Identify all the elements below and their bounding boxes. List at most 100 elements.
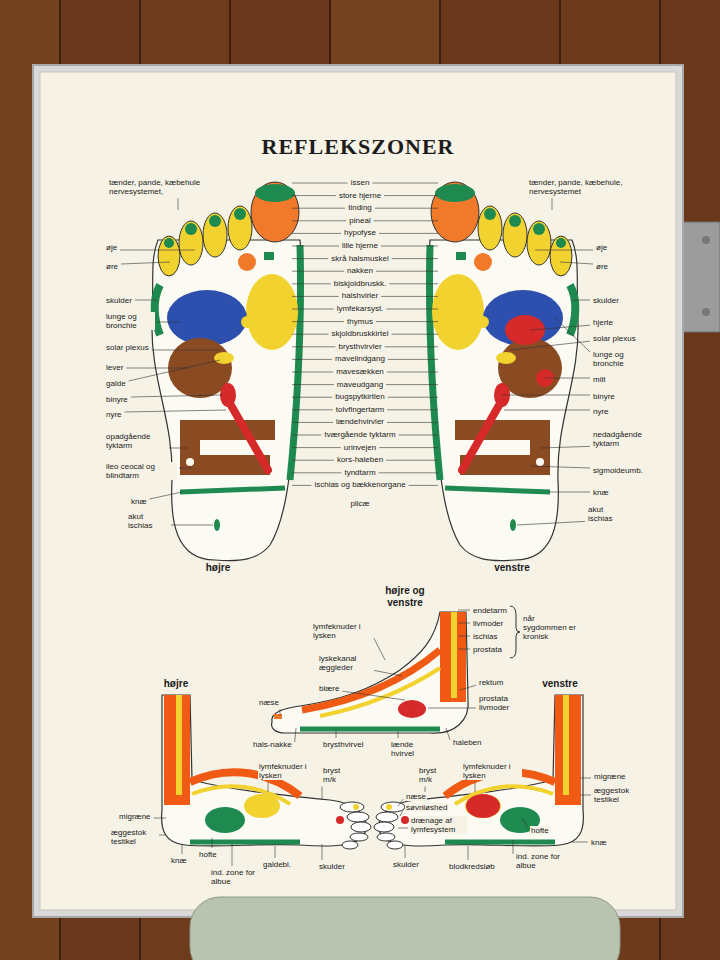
zone-label: næse — [258, 698, 280, 707]
zone-label: knæ — [170, 856, 188, 865]
zone-label: biskjoldbruskk. — [333, 279, 387, 288]
leader-line — [292, 283, 331, 284]
zone-label: thymus — [346, 317, 374, 326]
leader-line — [292, 460, 334, 461]
poster-frame — [33, 65, 683, 917]
leader-line — [232, 844, 233, 866]
zone-label: hals-nakke — [252, 740, 293, 749]
zone-label: hjerte — [592, 318, 614, 327]
leader-line — [292, 321, 344, 322]
foot-sole — [290, 245, 301, 480]
leader-line — [388, 397, 438, 398]
leader-line — [458, 610, 470, 611]
zone-label: tinding — [347, 203, 373, 212]
zone-label: øre — [595, 262, 609, 271]
leader-line — [502, 395, 590, 396]
side-foot — [272, 612, 469, 733]
leader-line — [179, 468, 192, 469]
leader-line — [374, 638, 385, 660]
foot-top-view — [205, 807, 245, 833]
side-foot — [440, 612, 466, 702]
zone-label: skrå halsmuskel — [330, 254, 389, 263]
leader-line — [388, 359, 438, 360]
leader-line — [446, 728, 450, 740]
leader-line — [381, 296, 438, 297]
foot-sole — [167, 290, 247, 346]
leader-line — [387, 409, 438, 410]
zone-label: tværgående tyktarm — [323, 430, 396, 439]
leader-line — [292, 271, 344, 272]
zone-label: æggestok testikel — [593, 786, 640, 804]
foot-top-view — [374, 695, 583, 849]
leader-line — [376, 321, 438, 322]
leader-line — [555, 318, 590, 352]
zone-label: nedadgående tyktarm — [592, 430, 659, 448]
zone-label: hofte — [198, 850, 218, 859]
leader-line — [510, 341, 590, 350]
leader-line — [154, 818, 166, 819]
leader-line — [292, 195, 336, 196]
zone-label: lymfeknuder i lysken — [312, 622, 372, 640]
leader-line — [152, 350, 220, 351]
foot-top-view — [164, 695, 190, 805]
leader-line — [178, 198, 179, 210]
leader-line — [376, 271, 438, 272]
poster-title: REFLEKSZONER — [40, 134, 676, 160]
leader-line — [120, 250, 195, 251]
leader-line — [322, 786, 323, 800]
leader-line — [458, 623, 470, 624]
leader-line — [292, 183, 348, 184]
foot-sole — [241, 316, 253, 328]
leader-line — [392, 258, 438, 259]
leader-line — [428, 708, 476, 709]
leader-line — [292, 208, 345, 209]
side-heading: venstre — [541, 678, 579, 690]
zone-label: bugspytkirtlen — [334, 392, 385, 401]
leader-line — [171, 525, 213, 526]
leader-line — [513, 840, 514, 854]
side-heading: højre — [205, 562, 231, 574]
leader-line — [292, 447, 341, 448]
zone-label: blodkredsløb — [448, 862, 496, 871]
leader-line — [387, 422, 438, 423]
side-foot — [451, 612, 457, 698]
leader-line — [372, 183, 438, 184]
leader-line — [560, 262, 593, 264]
zone-label: maveudgang — [336, 380, 384, 389]
foot-sole — [214, 519, 220, 531]
zone-label: nakken — [346, 266, 374, 275]
zone-label: æggestok testikel — [110, 828, 157, 846]
side-heading: højre og venstre — [369, 585, 441, 608]
foot-sole — [186, 458, 194, 466]
zone-label: kors-haleben — [336, 455, 384, 464]
leader-line — [322, 844, 323, 860]
zone-label: knæ — [592, 488, 610, 497]
zone-label: nyre — [105, 410, 123, 419]
leader-line — [398, 828, 408, 829]
zone-label: lymfeknuder i lysken — [258, 762, 318, 780]
leader-line — [292, 485, 311, 486]
foot-top-view — [176, 695, 182, 795]
zone-label: plicæ — [349, 499, 370, 508]
zone-label: lille hjerne — [341, 241, 379, 250]
zone-label: brysthvirvler — [337, 342, 382, 351]
zone-label: migræne — [593, 772, 627, 781]
leader-line — [385, 346, 438, 347]
foot-sole — [214, 352, 234, 364]
foot-top-view — [342, 841, 358, 849]
leader-line — [548, 492, 590, 493]
leader-line — [292, 384, 334, 385]
foot-top-view — [162, 695, 371, 849]
poster-frame — [40, 72, 676, 910]
leader-line — [580, 795, 591, 796]
side-foot — [300, 727, 440, 732]
zone-label: skjoldbruskkirtel — [331, 329, 390, 338]
leader-line — [379, 233, 438, 234]
leader-line — [458, 636, 470, 637]
leader-line — [386, 460, 438, 461]
zone-label: lændehvirvler — [335, 417, 385, 426]
leader-line — [159, 835, 166, 836]
leader-line — [387, 372, 438, 373]
